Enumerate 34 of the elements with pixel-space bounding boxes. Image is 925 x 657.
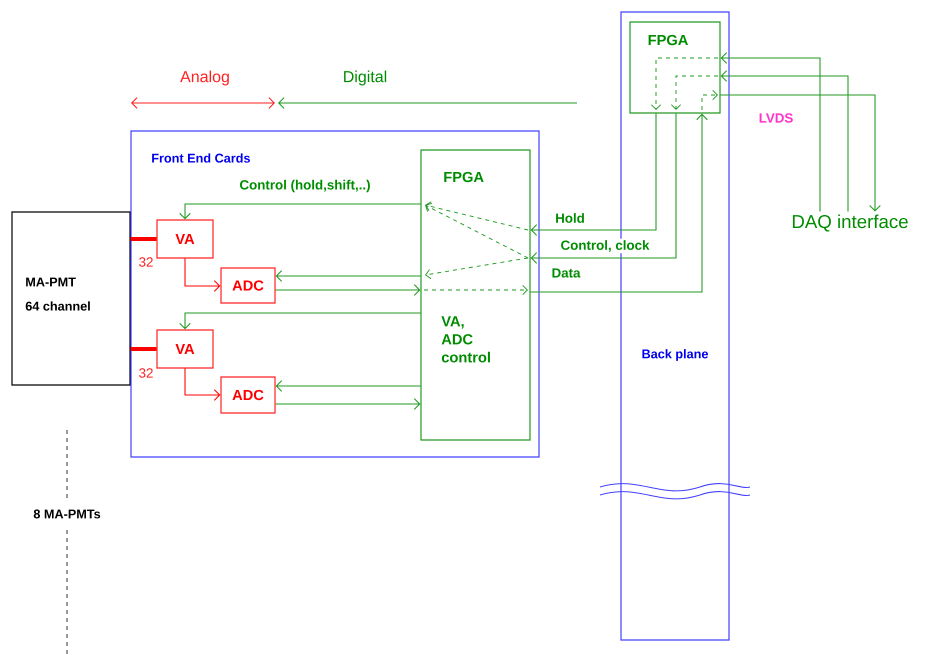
text-label: 8 MA-PMTs xyxy=(32,508,102,520)
text-label: LVDS xyxy=(757,112,795,124)
connector xyxy=(179,312,420,330)
connector xyxy=(130,347,156,351)
connector xyxy=(530,114,657,236)
connector xyxy=(720,94,881,212)
edge-label: Hold xyxy=(554,212,586,224)
connector xyxy=(276,398,420,410)
interface-label: DAQ interface xyxy=(792,214,908,232)
connector xyxy=(276,380,420,392)
edge-label: Data xyxy=(550,267,582,279)
connector xyxy=(530,114,708,293)
edge-label: 32 xyxy=(137,366,155,380)
connector xyxy=(720,52,821,212)
chip-box: ADC xyxy=(220,267,276,304)
chip-box: VA xyxy=(156,219,214,259)
chip-box: ADC xyxy=(220,376,276,414)
connector xyxy=(179,203,420,220)
connector xyxy=(184,258,220,292)
connector xyxy=(720,70,849,212)
edge-label: 32 xyxy=(137,256,155,268)
text-label: Digital xyxy=(341,69,389,87)
connector xyxy=(276,270,420,282)
chip-box: VA xyxy=(156,329,214,369)
edge-label: Control, clock xyxy=(559,238,651,254)
text-label: Analog xyxy=(178,69,232,87)
connector xyxy=(184,368,220,401)
edge-label: Control (hold,shift,..) xyxy=(238,178,372,194)
connector xyxy=(530,114,677,264)
connector xyxy=(276,284,420,296)
fpga-box: FPGA xyxy=(629,21,721,114)
connector xyxy=(130,237,156,241)
fpga-box: FPGA VA, ADC control xyxy=(420,149,531,441)
detector-box: MA-PMT 64 channel xyxy=(11,211,131,386)
